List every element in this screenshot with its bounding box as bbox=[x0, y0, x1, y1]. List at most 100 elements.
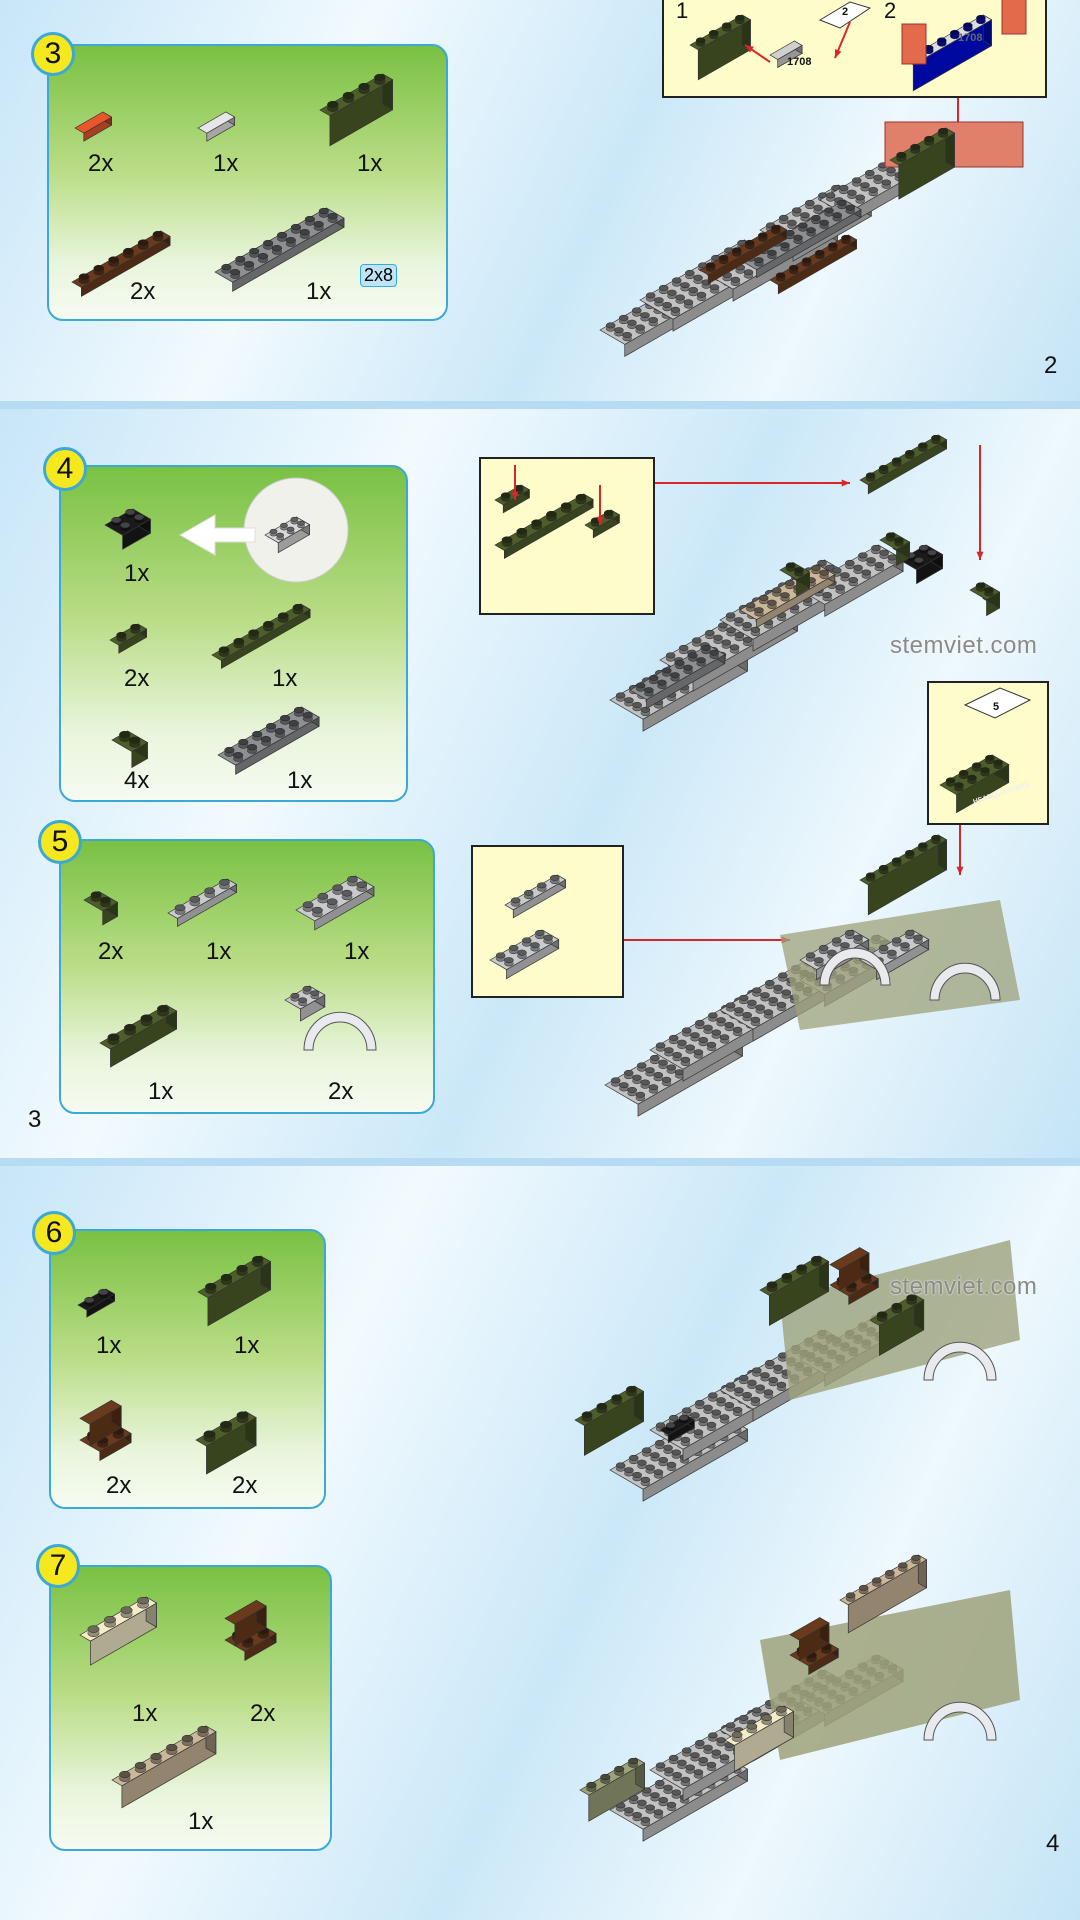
part-qty: 2x bbox=[328, 1078, 354, 1105]
dark-green-technic-brick-1x4 bbox=[197, 1255, 272, 1327]
part-qty: 1x bbox=[344, 938, 370, 965]
step-7-parts-box bbox=[49, 1565, 332, 1851]
part-qty: 2x bbox=[106, 1472, 132, 1499]
red-reflector bbox=[1001, 0, 1027, 35]
sticker-icon bbox=[963, 687, 1032, 719]
brown-seat-back bbox=[789, 1616, 830, 1662]
lg-plate bbox=[504, 874, 567, 919]
curved-slope-headquarters bbox=[939, 754, 1010, 814]
brown-seat-back bbox=[829, 1246, 870, 1292]
arrow-head bbox=[956, 866, 964, 875]
dark-green-brick-1x3 bbox=[195, 1410, 257, 1475]
part-qty: 2x bbox=[250, 1700, 276, 1727]
subassembly-inset-step5 bbox=[471, 845, 624, 998]
step-5-parts-box bbox=[59, 839, 435, 1114]
dg-curved-slope bbox=[859, 834, 948, 916]
cream-brick bbox=[724, 1705, 795, 1773]
part-qty: 2x bbox=[124, 665, 150, 692]
sticker-icon bbox=[818, 1, 872, 29]
dg-technic-brick bbox=[574, 1385, 645, 1457]
subassembly-inset-step4 bbox=[479, 457, 655, 615]
tan-brick-1x6 bbox=[111, 1725, 217, 1809]
part-qty: 1x bbox=[188, 1808, 214, 1835]
page-number: 3 bbox=[28, 1106, 42, 1133]
part-qty: 1x bbox=[234, 1332, 260, 1359]
step-6-badge: 6 bbox=[32, 1211, 76, 1255]
olive-brick bbox=[579, 1757, 646, 1822]
substep-number: 2 bbox=[884, 0, 897, 23]
dg-slope bbox=[779, 561, 811, 597]
dark-green-slope bbox=[111, 730, 149, 769]
light-gray-brick-2x2 bbox=[284, 985, 326, 1022]
part-qty: 2x bbox=[88, 150, 114, 177]
brown-plate bbox=[699, 224, 788, 285]
page-divider bbox=[0, 401, 1080, 409]
dark-green-plate-1x6 bbox=[211, 603, 311, 670]
magnified-plate bbox=[264, 516, 311, 554]
dg-slope bbox=[969, 581, 1001, 617]
brown-plate bbox=[769, 234, 858, 295]
white-arrow-icon bbox=[178, 514, 256, 556]
olive-body bbox=[760, 1590, 1020, 1760]
page-divider bbox=[0, 1158, 1080, 1166]
part-qty: 1x bbox=[124, 560, 150, 587]
mudguard-icon bbox=[923, 1341, 997, 1381]
part-qty: 1x bbox=[206, 938, 232, 965]
part-qty: 1x bbox=[148, 1078, 174, 1105]
arrow-head bbox=[841, 479, 850, 487]
dg-brick bbox=[869, 1293, 925, 1357]
part-qty: 1x bbox=[287, 767, 313, 794]
black-brick-2x2 bbox=[104, 508, 152, 550]
gray-plate-2x6 bbox=[629, 644, 726, 710]
license-plate-text: 1708 bbox=[958, 32, 983, 44]
cream-brick-1x4 bbox=[79, 1596, 158, 1666]
arrow-head bbox=[511, 491, 519, 500]
assembled-bumper bbox=[904, 14, 993, 92]
sticker-number: 2 bbox=[842, 6, 849, 18]
part-qty: 2x bbox=[232, 1472, 258, 1499]
dark-green-technic-brick bbox=[889, 127, 956, 200]
dg-brick bbox=[759, 1255, 830, 1327]
part-qty: 1x bbox=[306, 278, 332, 305]
arrow-head bbox=[596, 516, 604, 525]
sticker-number: 5 bbox=[993, 701, 1000, 713]
step-4-badge: 4 bbox=[43, 447, 87, 491]
step-7-badge: 7 bbox=[36, 1544, 80, 1588]
dg-plate bbox=[494, 484, 531, 514]
license-plate-text: 1708 bbox=[787, 56, 812, 68]
gray-plate-2x6 bbox=[217, 706, 320, 775]
gray-plate-2x8 bbox=[214, 207, 345, 292]
dark-green-curved-slope bbox=[99, 1004, 178, 1068]
printed-tile-1708 bbox=[769, 40, 803, 69]
dg-plate-top bbox=[859, 434, 948, 495]
white-tile-1x2 bbox=[197, 111, 236, 142]
watermark: stemviet.com bbox=[890, 1273, 1038, 1300]
part-qty: 1x bbox=[132, 1700, 158, 1727]
dark-green-technic-brick-1x4 bbox=[319, 73, 394, 147]
watermark: stemviet.com bbox=[890, 632, 1038, 659]
dark-green-plate-1x2 bbox=[109, 623, 148, 654]
mudguard-icon bbox=[929, 962, 1001, 1001]
part-size-callout: 2x8 bbox=[360, 264, 398, 287]
dg-slope bbox=[879, 531, 911, 567]
part-qty: 1x bbox=[272, 665, 298, 692]
part-qty: 2x bbox=[130, 278, 156, 305]
part-qty: 4x bbox=[124, 767, 150, 794]
brown-seat-back bbox=[224, 1599, 267, 1647]
part-qty: 1x bbox=[357, 150, 383, 177]
black-plate-1x2 bbox=[77, 1288, 116, 1318]
mudguard-icon bbox=[303, 1011, 377, 1051]
step-3-badge: 3 bbox=[31, 32, 75, 76]
mudguard-icon bbox=[819, 947, 891, 986]
light-gray-plate-1x4 bbox=[167, 878, 238, 928]
dark-green-bracket bbox=[83, 890, 119, 926]
part-qty: 1x bbox=[213, 150, 239, 177]
step-6-parts-box bbox=[49, 1229, 326, 1509]
mudguard-icon bbox=[923, 1701, 997, 1741]
substep-number: 1 bbox=[676, 0, 689, 23]
brown-seat-back bbox=[79, 1399, 122, 1447]
black-plate bbox=[659, 1414, 696, 1444]
part-qty: 1x bbox=[96, 1332, 122, 1359]
dg-plate bbox=[584, 509, 621, 539]
